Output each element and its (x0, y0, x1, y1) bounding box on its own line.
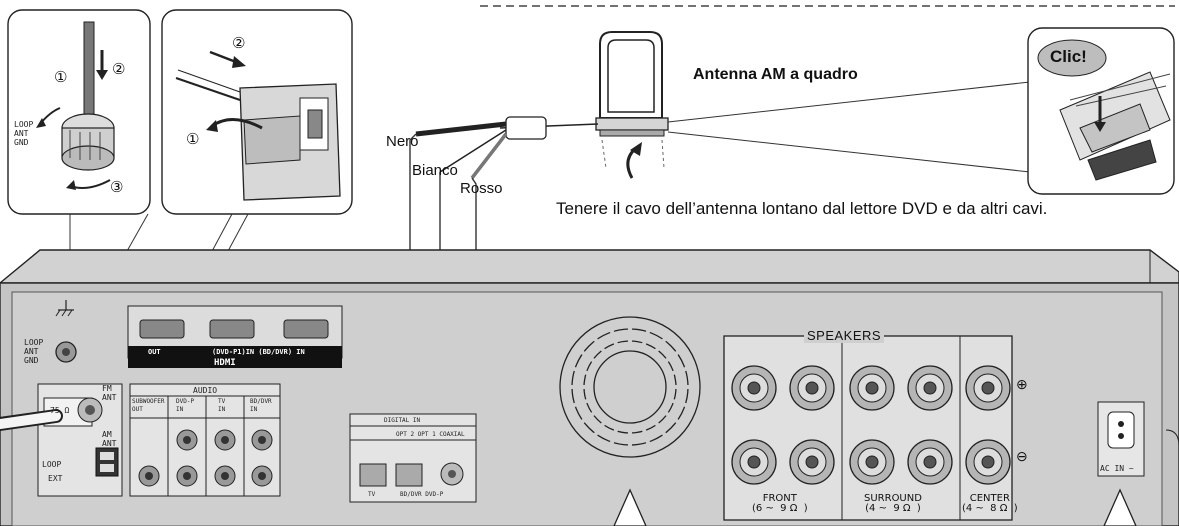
hdmi-out-label: OUT (148, 348, 161, 356)
rca-jack-center (183, 472, 191, 480)
ohm-label: 75 Ω (50, 406, 70, 415)
rca-jack-center (258, 436, 266, 444)
pointer-triangle (613, 488, 647, 526)
white-wire-label: Bianco (412, 162, 458, 179)
knob-detail-panel (7, 9, 151, 215)
ground-symbol-icon (55, 300, 74, 317)
red-wire-label: Rosso (460, 180, 503, 197)
speaker-post-hole (805, 381, 819, 395)
loop-ant-gnd-panel-label: LOOP ANT GND (24, 338, 44, 365)
click-detail-panel (1027, 27, 1175, 195)
click-bubble (1037, 39, 1107, 77)
lever-detail-panel (161, 9, 353, 215)
antenna-title: Antenna AM a quadro (693, 66, 858, 83)
hdmi-in-port-1 (209, 319, 255, 339)
grille-slot-gap (575, 408, 599, 428)
speaker-post-hole (805, 455, 819, 469)
grille-slot-gap (667, 397, 694, 410)
center-speaker-label: CENTER (4 ~ 8 Ω ) (962, 493, 1018, 514)
am-ant-label: AM ANT (102, 430, 117, 448)
grille-slot-gap (651, 418, 671, 442)
callout-line (667, 131, 1031, 173)
audio-header: AUDIO (193, 386, 218, 395)
surround-speakers-label: SURROUND (4 ~ 9 Ω ) (864, 493, 922, 514)
ac-in-label: AC IN ~ (1100, 464, 1134, 473)
dvdp-in-label: DVD-P IN (176, 398, 195, 413)
minus-icon: ⊖ (1016, 448, 1028, 464)
antenna-terminal-block (37, 383, 123, 497)
speaker-post-hole (981, 381, 995, 395)
hdmi-in-port-2 (283, 319, 329, 339)
rca-jack-center (258, 472, 266, 480)
click-label: Clic! (1050, 47, 1087, 66)
grille-slot-gap (566, 397, 593, 410)
grille-slot-gap (575, 346, 599, 366)
hdmi-out-port (139, 319, 185, 339)
speaker-post-hole (747, 381, 761, 395)
rca-jack-center (145, 472, 153, 480)
wire-icon (83, 21, 95, 115)
ac-inlet-socket (1107, 411, 1135, 449)
rca-jack-center (183, 436, 191, 444)
grille-slot-gap (607, 424, 620, 451)
black-wire-label: Nero (386, 133, 419, 150)
grille-slot-gap (640, 424, 653, 451)
step-1-label: ① (54, 68, 68, 86)
digital-tv-label: TV (368, 491, 376, 498)
speaker-post-hole (923, 381, 937, 395)
cable-splitter-icon (505, 116, 547, 140)
hdmi-logo: HDMI (214, 358, 236, 368)
ac-inlet (1097, 401, 1145, 477)
grille-slot-gap (651, 332, 671, 356)
grille-slot-gap (607, 323, 620, 350)
front-speakers-label: FRONT (6 ~ 9 Ω ) (752, 493, 808, 514)
callout-line (667, 81, 1031, 123)
bddvr-in-label: BD/DVR IN (250, 398, 272, 413)
push-arrow-icon (209, 50, 237, 64)
grille-slot-gap (667, 364, 694, 377)
speaker-post-hole (981, 455, 995, 469)
step-3-label: ③ (110, 178, 124, 196)
digital-in-header: DIGITAL IN (384, 417, 421, 424)
speaker-post-hole (747, 455, 761, 469)
grille-slot-gap (589, 418, 609, 442)
tv-in-label: TV IN (218, 398, 226, 413)
white-wire (439, 129, 507, 173)
grille-slot-gap (589, 332, 609, 356)
loop-ant-gnd-label: LOOP ANT GND (14, 120, 34, 147)
black-wire (415, 121, 507, 137)
loop-label: LOOP (42, 460, 62, 469)
digital-bddvr-label: BD/DVR DVD-P (400, 491, 444, 498)
digital-sub-header: OPT 2 OPT 1 COAXIAL (396, 431, 465, 438)
hdmi-section (127, 305, 343, 368)
step-1-label: ① (186, 130, 200, 148)
wire-icon (175, 77, 241, 101)
optical-port-1 (395, 463, 423, 487)
grille-slot-gap (661, 408, 685, 428)
subwoofer-out-label: SUBWOOFER OUT (132, 398, 165, 413)
grille-slot-gap (640, 323, 653, 350)
speaker-post-hole (865, 455, 879, 469)
grille-slot-gap (566, 364, 593, 377)
red-wire (470, 132, 508, 180)
speaker-post-hole (923, 455, 937, 469)
pointer-triangle (1103, 488, 1137, 526)
hdmi-in-label: (DVD-P1)IN (BD/DVR) IN (212, 348, 305, 356)
rca-jack-center (221, 472, 229, 480)
rca-jack-center (221, 436, 229, 444)
am-loop-antenna-icon (595, 31, 669, 179)
digital-input-section (349, 413, 477, 503)
plus-icon: ⊕ (1016, 376, 1028, 392)
grille-slot-gap (661, 346, 685, 366)
ext-label: EXT (48, 474, 63, 483)
optical-port-2 (359, 463, 387, 487)
antenna-placement-note: Tenere il cavo dell’antenna lontano dal … (556, 199, 1048, 218)
step-2-label: ② (112, 60, 126, 78)
speakers-header: SPEAKERS (804, 328, 885, 343)
speaker-post-hole (865, 381, 879, 395)
step-2-label: ② (232, 34, 246, 52)
fm-ant-label: FM ANT (102, 384, 117, 402)
